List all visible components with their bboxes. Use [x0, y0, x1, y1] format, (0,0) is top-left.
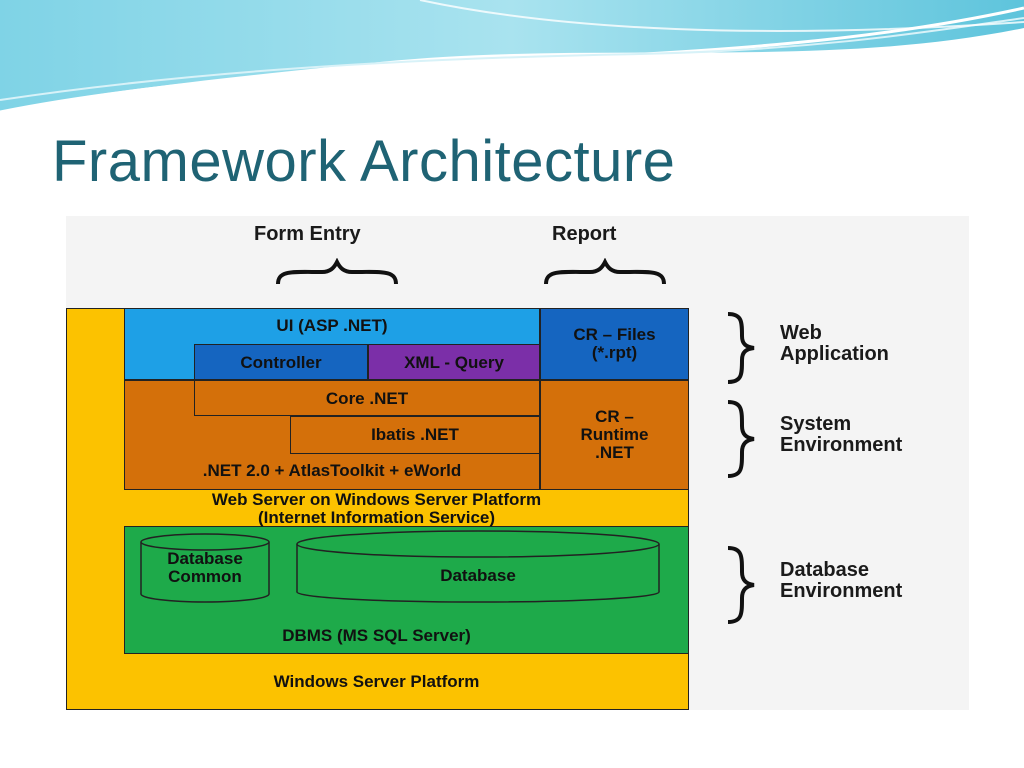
xml-query-box — [368, 344, 540, 380]
web-application-brace-icon — [727, 312, 755, 384]
database-common-label-2: Common — [168, 567, 242, 586]
database-environment-brace-icon — [727, 546, 755, 624]
form-entry-brace-icon — [276, 258, 398, 285]
database-common-cylinder — [140, 533, 270, 603]
report-brace-icon — [544, 258, 666, 285]
header-wave-decoration — [0, 0, 1024, 114]
database-cylinder — [296, 530, 660, 603]
cr-runtime-label-3: .NET — [595, 443, 634, 462]
controller-label: Controller — [240, 353, 322, 372]
database-environment-label-1: Database — [780, 559, 869, 581]
core-net-label: Core .NET — [325, 389, 409, 408]
ibatis-net-label: Ibatis .NET — [371, 425, 459, 444]
ui-asp-net-label: UI (ASP .NET) — [276, 316, 388, 335]
cr-runtime-label-1: CR – — [595, 407, 634, 426]
web-server-label-2: (Internet Information Service) — [257, 508, 496, 527]
cr-runtime-layer — [540, 380, 689, 490]
web-application-label-1: Web — [780, 322, 822, 344]
net-toolkit-label: .NET 2.0 + AtlasToolkit + eWorld — [202, 461, 462, 480]
windows-platform-label: Windows Server Platform — [273, 672, 480, 691]
cr-files-label-1: CR – Files — [573, 325, 656, 344]
database-environment-label-2: Environment — [780, 580, 903, 602]
ibatis-net-layer — [290, 416, 540, 454]
xml-query-label: XML - Query — [404, 353, 504, 372]
database-label: Database — [440, 566, 516, 585]
core-net-layer — [194, 380, 540, 416]
web-server-label-1: Web Server on Windows Server Platform — [211, 490, 542, 509]
report-label: Report — [552, 223, 617, 245]
system-environment-label-1: System — [780, 413, 852, 435]
slide-title: Framework Architecture — [52, 129, 676, 194]
system-environment-label-2: Environment — [780, 434, 903, 456]
system-environment-brace-icon — [727, 400, 755, 478]
database-common-label-1: Database — [167, 549, 243, 568]
cr-files-box — [540, 308, 689, 380]
controller-box — [194, 344, 368, 380]
form-entry-label: Form Entry — [254, 223, 361, 245]
dbms-label: DBMS (MS SQL Server) — [282, 626, 471, 645]
cr-runtime-label-2: Runtime — [580, 425, 649, 444]
web-application-label-2: Application — [780, 343, 889, 365]
cr-files-label-2: (*.rpt) — [591, 343, 638, 362]
